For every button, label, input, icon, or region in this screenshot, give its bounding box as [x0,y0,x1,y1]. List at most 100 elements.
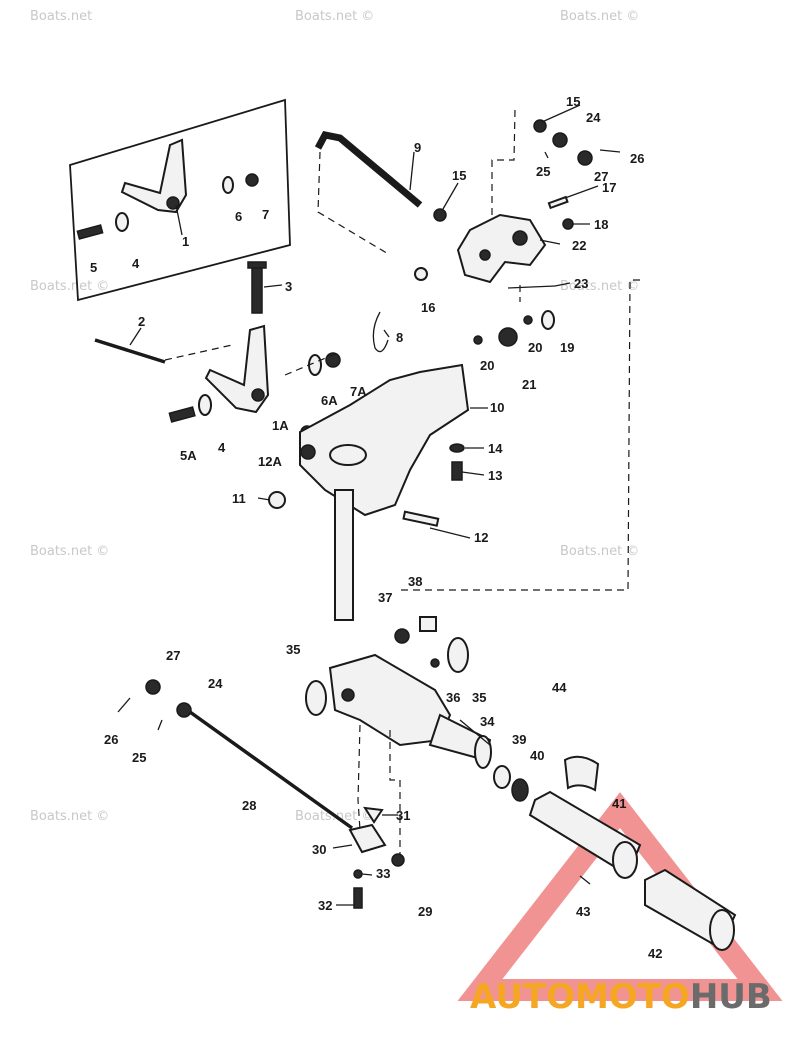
inset-box [69,98,291,302]
sleeve-44 [563,755,600,792]
pin-17 [547,195,569,210]
part-labels: 1 1A 2 3 4 4 5 5A 6 6A 7 7A 8 9 10 11 12… [90,94,662,961]
label-21: 21 [522,377,536,392]
label-30: 30 [312,842,326,857]
nut-20a [473,335,483,345]
nut-20b [523,315,533,325]
screw-5A [168,406,196,423]
screw-25b [157,719,163,731]
screw-5 [76,224,104,240]
spring-3 [247,261,267,314]
washer-6A [308,354,322,376]
label-42: 42 [648,946,662,961]
lever-30 [348,823,387,854]
watermark: Boats.net © [560,279,639,294]
nut-15 [433,208,447,222]
tiller-housing [328,653,492,769]
inset-bracket-1 [120,138,188,214]
screw-13 [451,461,463,481]
label-20b: 20 [528,340,542,355]
label-32: 32 [318,898,332,913]
label-24b: 24 [208,676,223,691]
label-15: 15 [452,168,466,183]
nut-15b [533,119,547,133]
washer-33 [353,869,363,879]
label-14: 14 [488,441,503,456]
watermark: Boats.net [30,9,92,24]
connector-24b [176,702,192,718]
watermark: Boats.net © [30,544,109,559]
watermark: Boats.net © [30,279,109,294]
label-18: 18 [594,217,608,232]
label-24: 24 [586,110,601,125]
label-1: 1 [182,234,189,249]
pin-43 [579,875,591,885]
bushing-16 [414,267,428,281]
label-8: 8 [396,330,403,345]
rod-9 [314,131,423,208]
nut-29 [391,853,405,867]
label-29: 29 [418,904,432,919]
control-arm-10 [299,363,470,517]
logo-text-automoto: AUTOMOTO [470,977,690,1017]
label-35b: 35 [472,690,486,705]
link-rod-2 [94,338,166,364]
label-34: 34 [480,714,495,729]
label-25: 25 [536,164,550,179]
washer-6 [222,176,234,194]
ring-40 [511,778,529,802]
label-26: 26 [630,151,644,166]
label-11: 11 [232,491,246,506]
connector-24 [552,132,568,148]
label-33: 33 [376,866,390,881]
rod-28 [188,710,354,830]
clip-8 [372,311,389,353]
nut-36 [430,658,440,668]
label-5A: 5A [180,448,197,463]
bushing-38 [419,616,437,632]
assembly-lines [164,109,640,855]
washer-4b [198,394,212,416]
label-36: 36 [446,690,460,705]
pin-26b [117,697,131,713]
label-3: 3 [285,279,292,294]
label-13: 13 [488,468,502,483]
washer-19 [541,310,555,330]
label-26b: 26 [104,732,118,747]
screw-25 [544,151,549,159]
label-23: 23 [574,276,588,291]
label-7: 7 [262,207,269,222]
watermark: Boats.net © [560,9,639,24]
label-25b: 25 [132,750,146,765]
grip-42 [644,868,737,951]
label-27: 27 [594,169,608,184]
label-2: 2 [138,314,145,329]
clip-31 [363,806,384,824]
bushing-37 [394,628,410,644]
washer-35a [305,680,327,716]
label-19: 19 [560,340,574,355]
pin-26 [599,149,621,153]
cam-22 [456,213,547,284]
spring-23 [507,285,556,289]
grip-tube-41 [528,790,642,879]
label-39: 39 [512,732,526,747]
label-28: 28 [242,798,256,813]
screw-18 [562,218,574,230]
label-6: 6 [235,209,242,224]
label-6A: 6A [321,393,338,408]
logo-text-hub: HUB [690,977,772,1017]
watermark: Boats.net © [30,809,109,824]
label-4: 4 [132,256,140,271]
label-37: 37 [378,590,392,605]
label-12: 12 [474,530,488,545]
label-27b: 27 [166,648,180,663]
washer-14 [449,443,465,453]
washer-35b [447,637,469,673]
label-7A: 7A [350,384,367,399]
screw-32 [353,887,363,909]
roller-21 [498,327,518,347]
stop-11 [268,491,286,509]
nut-7 [245,173,259,187]
